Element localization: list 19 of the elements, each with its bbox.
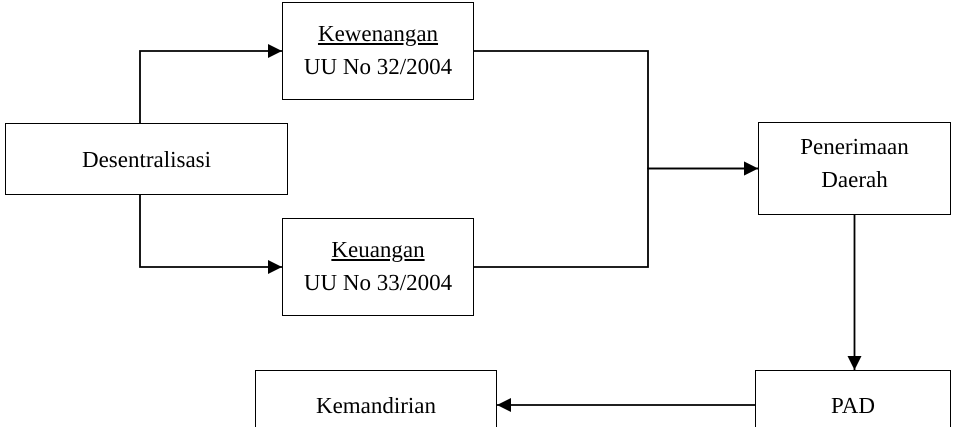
box-heading: Kewenangan (318, 20, 438, 48)
process-box (255, 370, 497, 427)
process-box (282, 2, 474, 100)
box-label: Penerimaan Daerah (799, 133, 910, 194)
process-box (758, 122, 951, 215)
arrow (848, 215, 862, 370)
box-label: UU No 33/2004 (304, 269, 452, 298)
arrow (139, 44, 282, 123)
box-label: Kemandirian (316, 392, 436, 420)
process-box (5, 123, 288, 195)
arrow (474, 162, 758, 268)
box-label: UU No 32/2004 (304, 53, 452, 82)
box-heading: Keuangan (331, 236, 425, 264)
arrow (139, 195, 282, 274)
arrow (497, 398, 755, 412)
process-box (755, 370, 951, 427)
box-label: Desentralisasi (82, 146, 211, 174)
box-label: PAD (831, 392, 875, 420)
process-box (282, 218, 474, 316)
